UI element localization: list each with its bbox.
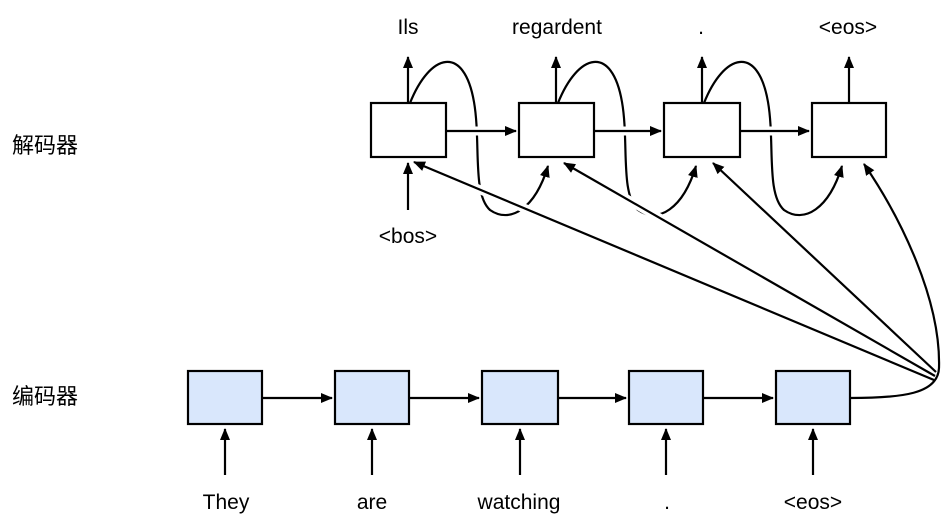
recurrent-arrow-1-to-2: [408, 60, 550, 217]
decoder-cell-1: [369, 101, 448, 159]
context-arrow-step2: [563, 162, 936, 377]
context-arrow-step3: [712, 162, 937, 373]
encoder-cell-2: [333, 369, 411, 426]
encoder-cell-1: [186, 369, 264, 426]
decoder-output-arrows: [403, 56, 854, 103]
decoder-input-label: <bos>: [379, 225, 437, 248]
encoder-input-label-3: watching: [477, 491, 561, 514]
encoder-cell-5: [774, 369, 852, 426]
context-fanout-arrows: [413, 160, 941, 400]
decoder-recurrent-curves: [408, 60, 844, 217]
decoder-role-label: 解码器: [12, 133, 78, 158]
encoder-input-label-5: <eos>: [784, 491, 842, 514]
decoder-cell-3: [662, 101, 742, 159]
encoder-input-label-4: .: [664, 491, 670, 514]
encoder-input-label-1: They: [203, 491, 250, 514]
decoder-output-label-1: Ils: [398, 16, 419, 39]
decoder-output-label-2: regardent: [512, 16, 602, 39]
recurrent-arrow-3-to-4: [702, 60, 844, 217]
decoder-output-label-3: .: [698, 16, 704, 39]
encoder-role-label: 编码器: [12, 384, 78, 409]
line-jump-casings: [412, 126, 940, 385]
encoder-cell-3: [480, 369, 560, 426]
context-arrow-step4: [849, 163, 941, 400]
recurrent-arrow-2-to-3: [556, 60, 698, 217]
decoder-cell-2: [517, 101, 596, 159]
decoder-cell-4: [810, 101, 888, 159]
decoder-output-labels: Ils regardent . <eos>: [398, 16, 878, 39]
encoder-input-label-2: are: [357, 491, 387, 514]
encoder-input-labels: They are watching . <eos>: [203, 491, 843, 514]
encoder-input-arrows: [220, 428, 818, 475]
encoder-cells: [186, 369, 852, 426]
decoder-output-label-4: <eos>: [819, 16, 877, 39]
context-arrow-step1: [413, 160, 935, 382]
encoder-cell-4: [627, 369, 705, 426]
